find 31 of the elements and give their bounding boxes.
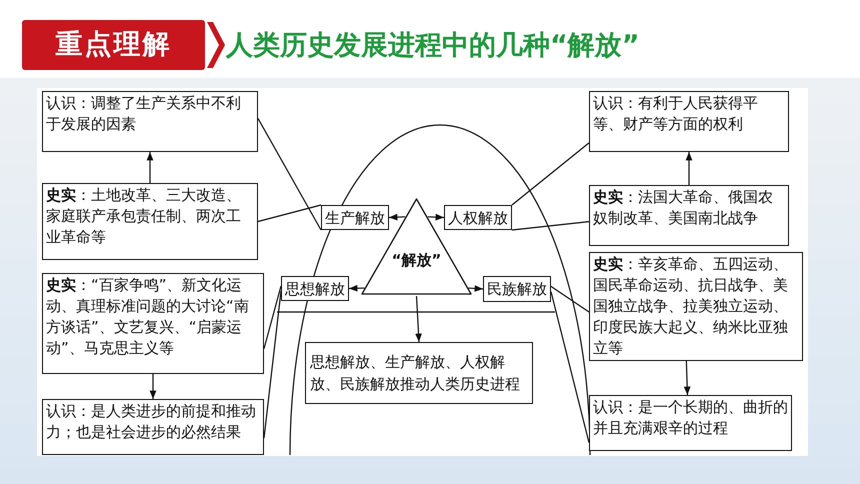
connector-line (258, 204, 322, 222)
arrow (415, 296, 422, 342)
text-box: 史实：法国大革命、俄国农奴制改革、美国南北战争 (589, 185, 789, 246)
connector-line (263, 286, 282, 349)
arrow (684, 360, 691, 396)
arrow (146, 152, 154, 183)
arrow (428, 214, 444, 220)
topic-box: 民族解放 (483, 276, 551, 302)
topic-box: 生产解放 (321, 205, 389, 230)
text-box: 认识：是人类进步的前提和推动力；也是社会进步的必然结果 (42, 399, 264, 455)
arrow (686, 152, 692, 185)
title: 人类历史发展进程中的几种“解放” (226, 29, 640, 63)
arrow (388, 214, 406, 220)
topic-box: 人权解放 (444, 205, 512, 230)
arrow (348, 284, 365, 292)
connector-line (512, 142, 590, 206)
text-box: 认识：是一个长期的、曲折的并且充满艰辛的过程 (589, 395, 792, 451)
text-box: 史实：“百家争鸣”、新文化运动、真理标准问题的大讨论“南方谈话”、文艺复兴、“启蒙运动”、马克思主义等 (42, 273, 264, 374)
connector-line (257, 118, 322, 230)
text-box: 认识：有利于人民获得平等、财产等方面的权利 (589, 91, 789, 152)
text-box: 思想解放、生产解放、人权解放、民族解放推动人类历史进程 (305, 342, 533, 404)
connector-line (550, 291, 590, 443)
arrow (468, 285, 484, 292)
heading-badge: 重点理解 (22, 20, 205, 70)
connector-line (512, 221, 590, 231)
text-box: 史实：辛亥革命、五四运动、国民革命运动、抗日战争、美国独立战争、拉美独立运动、印度民族大起义、纳米比亚独立等 (589, 252, 803, 361)
text-box: 认识：调整了生产关系中不利于发展的因素 (42, 91, 258, 152)
text-box: 史实：土地改革、三大改造、家庭联产承包责任制、两次工业革命等 (42, 183, 258, 260)
connector-line (550, 286, 590, 312)
arrow (150, 374, 156, 399)
topic-box: 思想解放 (281, 276, 349, 301)
